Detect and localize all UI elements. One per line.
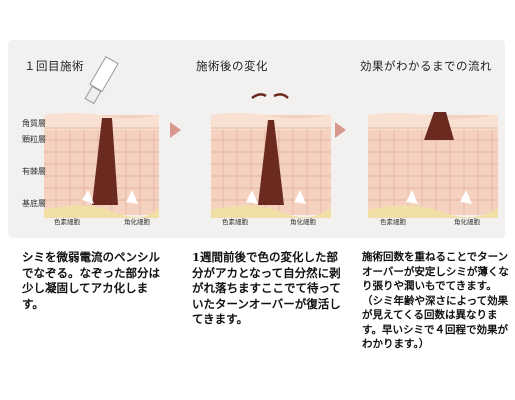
cell-label-keratinocyte-2: 角化細胞 <box>290 218 316 226</box>
layer-label-granular: 顆粒層 <box>22 135 46 144</box>
cell-label-keratinocyte: 角化細胞 <box>124 218 150 226</box>
cell-label-pigment: 色素細胞 <box>54 218 80 226</box>
panel-title-2: 施術後の変化 <box>196 59 268 73</box>
cell-label-pigment-2: 色素細胞 <box>222 218 248 226</box>
cell-label-pigment-3: 色素細胞 <box>380 218 406 226</box>
caption-effect-flow: 施術回数を重ねることでターンオーバーが安定しシミが薄くなり張りや潤いもでてきます… <box>362 251 509 350</box>
arrow-icon <box>170 122 181 138</box>
panel-title-1: １回目施術 <box>24 59 84 73</box>
panel-title-3: 効果がわかるまでの流れ <box>360 59 492 73</box>
arrow-icon <box>335 122 346 138</box>
skin-illustration-2 <box>211 93 331 218</box>
caption-after-treatment: 1週間前後で色の変化した部分がアカとなって自分然に剥がれ落ちますここでて待ってい… <box>192 250 341 326</box>
layer-label-spinous: 有棘層 <box>22 167 46 176</box>
caption-first-treatment: シミを微弱電流のペンシルでなぞる。なぞった部分は少し凝固してアカ化します。 <box>22 250 160 311</box>
cell-label-keratinocyte-3: 角化細胞 <box>454 218 480 226</box>
panel-after-treatment: 施術後の変化 色素細胞 角化細胞 <box>186 40 334 238</box>
panel-first-treatment: １回目施術 角質層 顆粒層 有棘層 基底層 色素細胞 角化細胞 <box>14 40 162 238</box>
layer-label-stratum-corneum: 角質層 <box>22 119 46 128</box>
skin-illustration-3 <box>368 112 498 218</box>
panel-effect-flow: 効果がわかるまでの流れ 色素細胞 角化細胞 <box>350 40 498 238</box>
skin-illustration-1 <box>44 55 159 218</box>
layer-label-basal: 基底層 <box>22 199 46 208</box>
